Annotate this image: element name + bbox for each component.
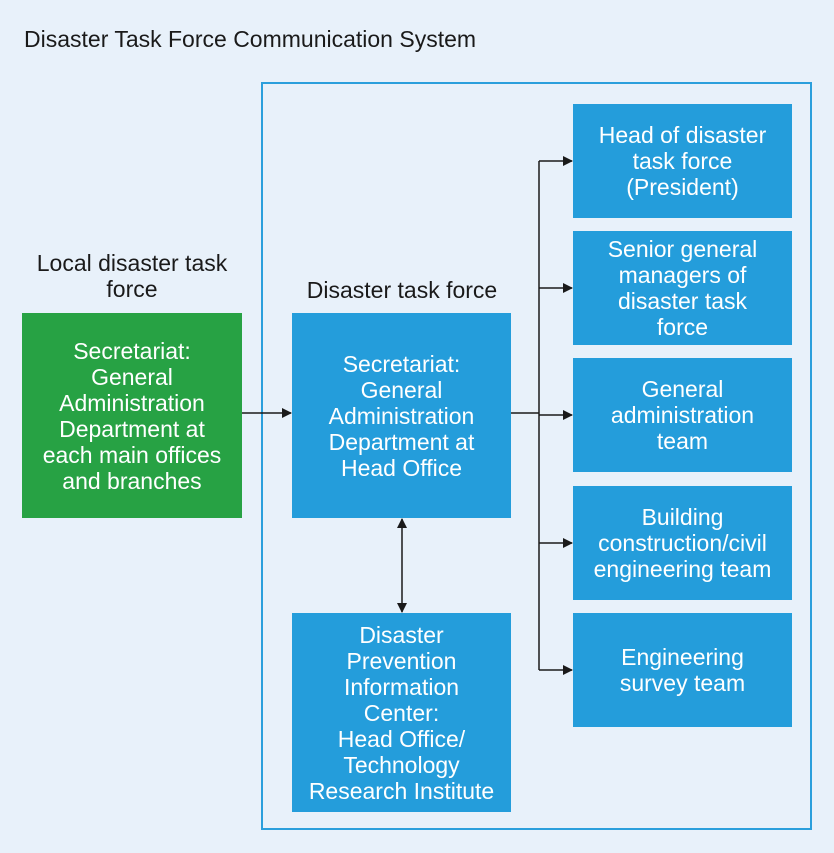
diagram-title: Disaster Task Force Communication System <box>24 26 477 52</box>
task-force-label: Disaster task force <box>306 277 498 303</box>
disaster-task-force-frame <box>261 82 812 830</box>
team-box-engineering-survey: Engineering survey team <box>573 613 792 727</box>
local-task-force-label: Local disaster task force <box>36 250 228 302</box>
team-box-senior-managers: Senior general managers of disaster task… <box>573 231 792 345</box>
information-center-box: Disaster Prevention Information Center: … <box>292 613 511 812</box>
team-box-construction-engineering: Building construction/civil engineering … <box>573 486 792 600</box>
local-secretariat-box: Secretariat: General Administration Depa… <box>22 313 242 518</box>
head-office-secretariat-box: Secretariat: General Administration Depa… <box>292 313 511 518</box>
team-box-general-administration: General administration team <box>573 358 792 472</box>
team-box-head: Head of disaster task force (President) <box>573 104 792 218</box>
